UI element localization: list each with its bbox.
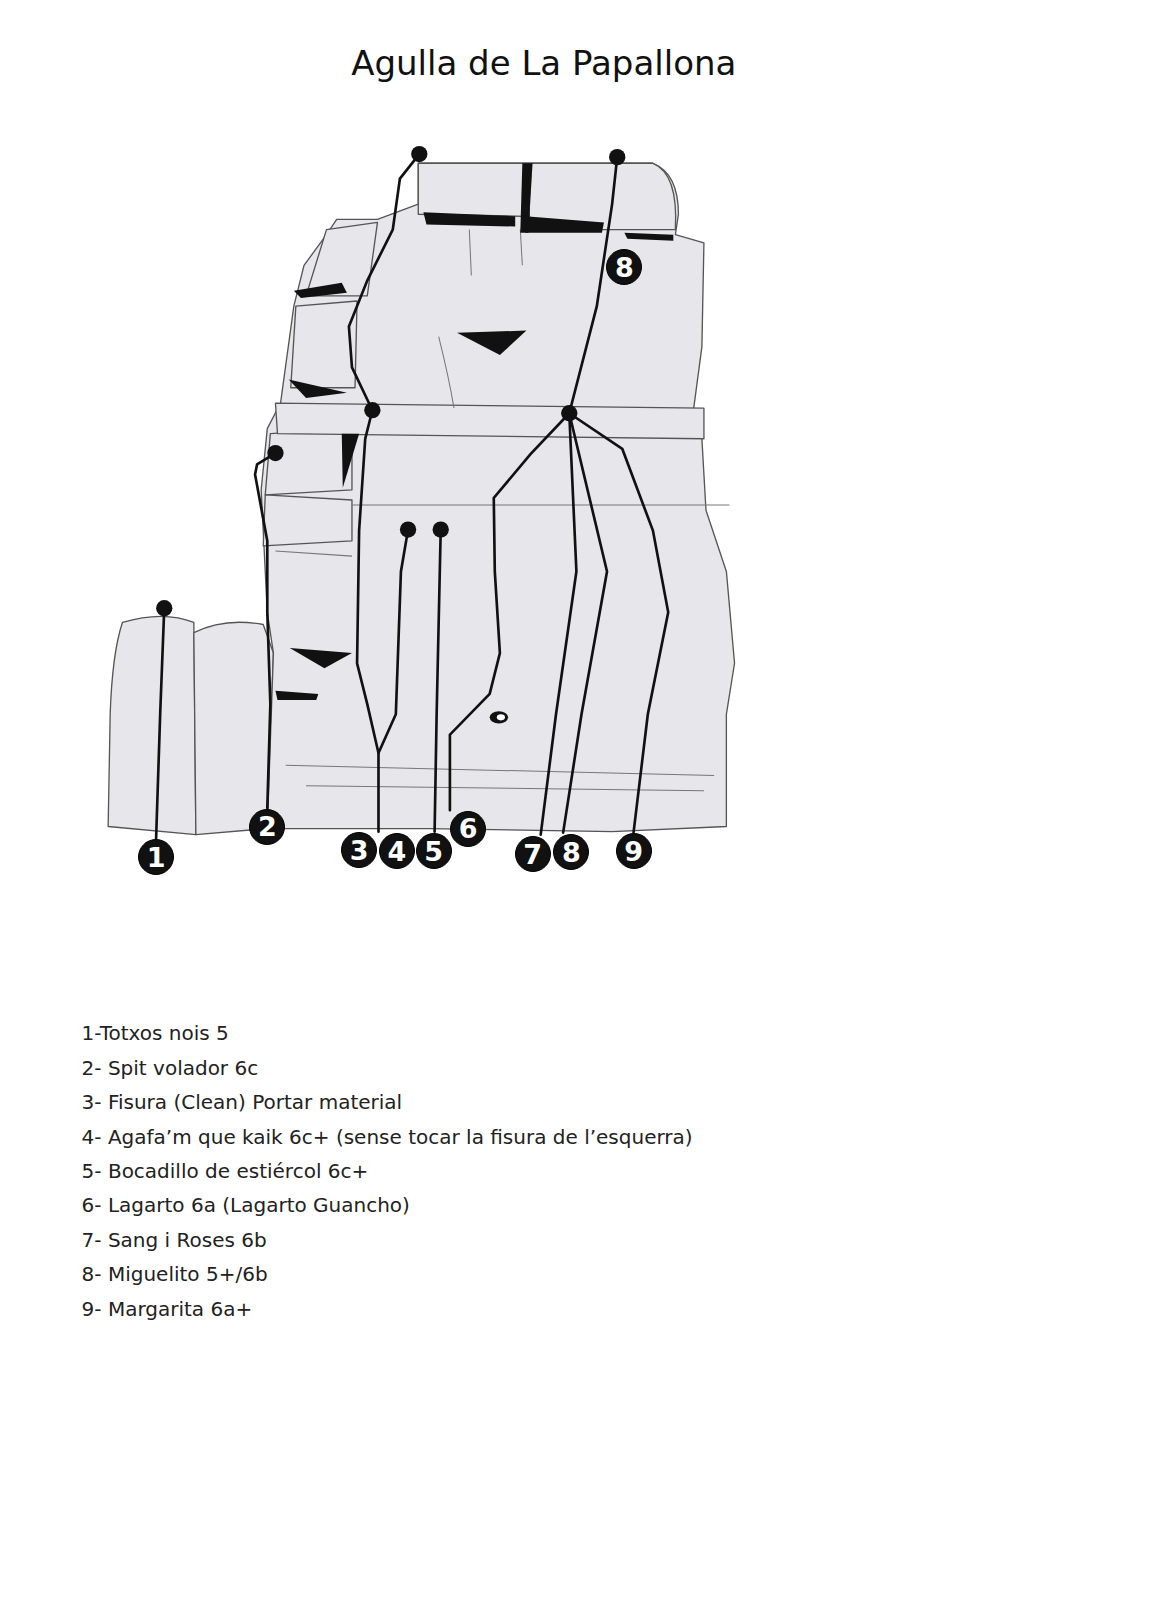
route-list-item: 3- Fisura (Clean) Portar material xyxy=(82,1090,403,1114)
route-list-item: 5- Bocadillo de estiércol 6c+ xyxy=(82,1159,369,1183)
anchor xyxy=(156,600,172,616)
route-number: 4 xyxy=(387,838,406,865)
route-line xyxy=(255,453,275,808)
route-line xyxy=(563,413,607,832)
callout-number: 2 xyxy=(249,809,285,845)
route-list-item: 2- Spit volador 6c xyxy=(82,1056,259,1080)
route-list-item: 8- Miguelito 5+/6b xyxy=(82,1262,268,1286)
route-line xyxy=(378,530,408,753)
callout-number: 7 xyxy=(515,836,551,872)
route-number: 2 xyxy=(258,813,277,840)
overhang xyxy=(423,212,515,226)
overhang xyxy=(525,216,604,232)
route-number: 7 xyxy=(523,841,542,868)
callout-number: 5 xyxy=(416,833,452,869)
route-list-item: 9- Margarita 6a+ xyxy=(82,1297,253,1321)
crack xyxy=(306,786,704,791)
anchor xyxy=(400,521,416,537)
route-list-item: 6- Lagarto 6a (Lagarto Guancho) xyxy=(82,1193,410,1217)
route-number: 1 xyxy=(147,844,166,871)
overhang xyxy=(289,380,347,398)
crack xyxy=(520,230,522,266)
route-number: 5 xyxy=(424,838,443,865)
crack xyxy=(275,551,352,556)
anchor xyxy=(433,521,449,537)
block xyxy=(265,429,352,495)
route-line xyxy=(349,154,419,410)
anchor xyxy=(411,146,427,162)
route-number: 6 xyxy=(459,815,478,842)
callout-number: 3 xyxy=(341,832,377,868)
route-number: 8 xyxy=(562,839,581,866)
overhang xyxy=(624,233,673,241)
anchor xyxy=(267,445,283,461)
route-list-item: 1-Totxos nois 5 xyxy=(82,1021,229,1045)
route-line xyxy=(569,157,617,413)
title: Agulla de La Papallona xyxy=(351,43,736,83)
crack xyxy=(286,765,714,775)
callout-number: 8 xyxy=(553,834,589,870)
route-line xyxy=(435,530,441,832)
route-list-item: 7- Sang i Roses 6b xyxy=(82,1228,267,1252)
crack xyxy=(469,230,471,276)
boulder xyxy=(194,622,274,834)
hole xyxy=(497,714,505,720)
block xyxy=(418,163,525,216)
tower xyxy=(261,163,734,831)
route-line xyxy=(541,413,577,834)
callout-number: 4 xyxy=(379,833,415,869)
overhang xyxy=(457,331,526,355)
block xyxy=(275,403,703,439)
overhang xyxy=(290,648,352,668)
callout-number: 9 xyxy=(616,833,652,869)
boulder xyxy=(108,616,196,834)
block xyxy=(291,301,357,388)
anchor xyxy=(609,149,625,165)
overhang xyxy=(275,691,318,700)
callout-number: 6 xyxy=(450,811,486,847)
anchor xyxy=(364,402,380,418)
route-list-item: 4- Agafa’m que kaik 6c+ (sense tocar la … xyxy=(82,1125,693,1149)
overhang xyxy=(294,283,347,298)
route-line xyxy=(569,413,668,832)
route-line xyxy=(357,410,378,831)
callout-number: 1 xyxy=(138,839,174,875)
block xyxy=(263,495,352,546)
route-line xyxy=(156,608,164,839)
route-number: 8 xyxy=(615,254,634,281)
crack xyxy=(352,505,729,506)
hole xyxy=(490,711,508,723)
crack xyxy=(439,337,454,408)
route-number: 9 xyxy=(624,838,643,865)
anchor xyxy=(561,405,577,421)
route-number: 3 xyxy=(350,837,369,864)
overhang xyxy=(342,434,359,488)
